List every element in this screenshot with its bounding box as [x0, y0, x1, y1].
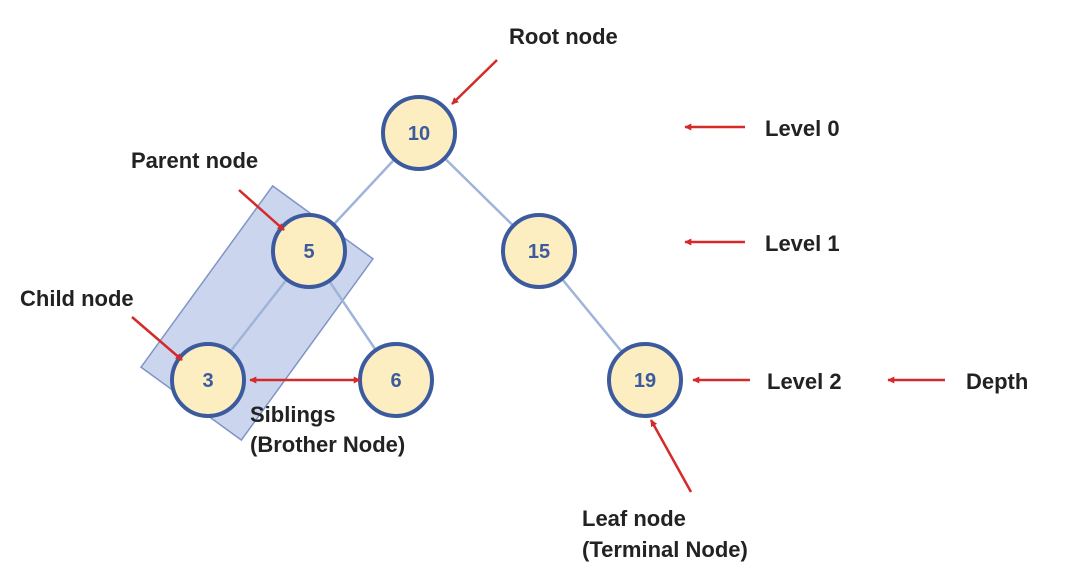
brother-node-label: (Brother Node)	[250, 432, 405, 457]
annotation-labels: Root node Parent node Child node Sibling…	[20, 24, 1028, 562]
tree-node-value: 5	[303, 241, 314, 263]
tree-node-6: 6	[358, 342, 434, 418]
root-node-label: Root node	[509, 24, 618, 49]
tree-node-value: 3	[202, 370, 213, 392]
tree-node-circle	[271, 213, 347, 289]
leaf-node-label: Leaf node	[582, 506, 686, 531]
tree-nodes: 10 5 15 3 6 19	[170, 95, 683, 418]
siblings-label: Siblings	[250, 402, 336, 427]
tree-node-value: 10	[408, 123, 430, 145]
leaf-node-arrow	[649, 419, 693, 493]
child-node-arrow	[131, 316, 183, 361]
tree-node-19: 19	[607, 342, 683, 418]
tree-node-circle	[381, 95, 457, 171]
tree-node-circle	[170, 342, 246, 418]
tree-node-10: 10	[381, 95, 457, 171]
parent-node-arrow	[238, 189, 285, 231]
level-0-label: Level 0	[765, 116, 840, 141]
tree-node-3: 3	[170, 342, 246, 418]
tree-node-value: 15	[528, 241, 550, 263]
tree-node-circle	[501, 213, 577, 289]
level-2-label: Level 2	[767, 369, 842, 394]
tree-node-5: 5	[271, 213, 347, 289]
tree-node-value: 19	[634, 370, 656, 392]
tree-node-circle	[607, 342, 683, 418]
depth-label: Depth	[966, 369, 1028, 394]
child-node-label: Child node	[20, 286, 134, 311]
terminal-node-label: (Terminal Node)	[582, 537, 748, 562]
root-node-arrow	[451, 59, 498, 105]
level-1-label: Level 1	[765, 231, 840, 256]
tree-node-15: 15	[501, 213, 577, 289]
annotation-arrows	[131, 59, 945, 493]
parent-node-label: Parent node	[131, 148, 258, 173]
tree-node-value: 6	[390, 370, 401, 392]
